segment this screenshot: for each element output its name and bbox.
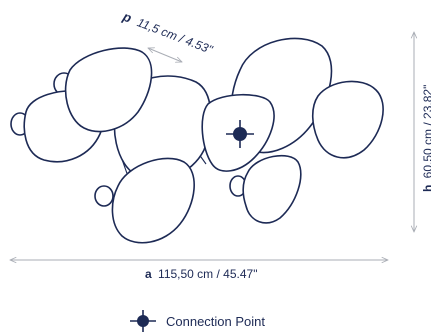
lamp-shade [64, 47, 153, 133]
depth-arrow [148, 48, 182, 62]
lamp-illustration [10, 37, 384, 244]
svg-text:h 60,50 cm / 23.82": h 60,50 cm / 23.82" [421, 85, 431, 192]
connection-point-icon [130, 310, 156, 332]
lamp-shade [311, 80, 384, 159]
legend-label: Connection Point [166, 313, 266, 329]
svg-text:a 115,50 cm / 45.47": a 115,50 cm / 45.47" [145, 267, 257, 281]
lamp-shade [242, 154, 302, 224]
depth-value: 11,5 cm / 4.53" [135, 15, 215, 57]
height-value: 60,50 cm / 23.82" [421, 85, 431, 179]
width-dimension: a 115,50 cm / 45.47" [10, 260, 388, 281]
lamp-shade [111, 157, 195, 244]
height-dimension: h 60,50 cm / 23.82" [414, 32, 431, 232]
width-value: 115,50 cm / 45.47" [158, 267, 257, 281]
wall-cup [94, 185, 114, 207]
depth-symbol: p [120, 8, 134, 25]
height-symbol: h [421, 185, 431, 192]
legend: Connection Point [128, 310, 265, 332]
connection-point-marker [226, 120, 254, 148]
width-symbol: a [145, 267, 152, 281]
